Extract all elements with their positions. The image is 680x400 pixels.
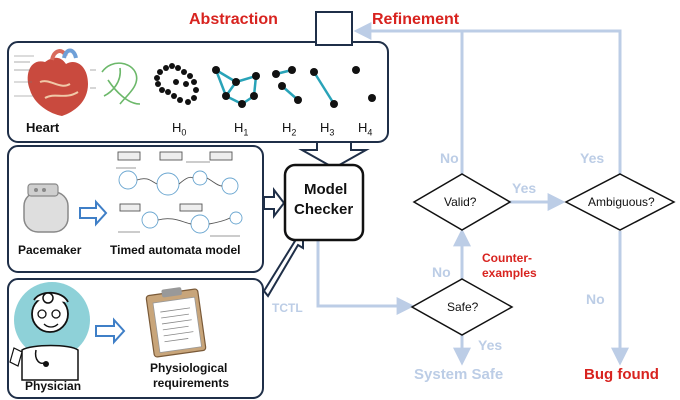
- yes-valid-label: Yes: [512, 180, 537, 196]
- h0-label: H0: [172, 121, 186, 138]
- h4-letter: H: [358, 120, 368, 135]
- yes-safe-label: Yes: [478, 337, 503, 353]
- pacemaker-label: Pacemaker: [18, 243, 82, 257]
- clipboard-illustration: [145, 287, 207, 358]
- no-ambiguous-label: No: [586, 291, 605, 307]
- model-checker-box: [283, 163, 365, 242]
- h3-letter: H: [320, 120, 330, 135]
- checker-to-safe-line: [316, 241, 415, 315]
- physiological-label-1: Physiological: [150, 361, 228, 375]
- yes-ambiguous-label: Yes: [580, 150, 605, 166]
- h0-letter: H: [172, 120, 182, 135]
- h2-letter: H: [282, 120, 292, 135]
- ambiguous-diamond: [564, 173, 676, 231]
- arrow-heart-to-checker: [298, 141, 370, 170]
- h4-label: H4: [358, 121, 372, 138]
- feedback-lines: [316, 22, 629, 366]
- safe-label: Safe?: [447, 300, 479, 314]
- safe-diamond: [410, 278, 514, 336]
- pacemaker-device: [23, 183, 69, 233]
- h1-subscript: 1: [243, 127, 249, 138]
- physician-illustration: [9, 282, 90, 381]
- physician-label: Physician: [25, 379, 82, 393]
- arrow-physician-to-requirements: [95, 317, 126, 345]
- arrow-abstraction-down: [315, 11, 353, 46]
- h0-chain: [154, 63, 199, 105]
- heart-label: Heart: [26, 120, 60, 135]
- model-checker-label-1: Model: [304, 181, 348, 198]
- timed-automata-label: Timed automata model: [110, 243, 241, 257]
- conduction-sketch: [101, 62, 141, 105]
- h2-graph: [272, 66, 302, 104]
- h2-subscript: 2: [291, 127, 297, 138]
- abstraction-label: Abstraction: [189, 11, 278, 28]
- physiological-label-2: requirements: [153, 376, 230, 390]
- arrow-physician-to-checker: [262, 230, 304, 298]
- arrow-pacemaker-to-checker: [263, 187, 286, 219]
- heart-illustration: [14, 48, 96, 116]
- bug-found-label: Bug found: [584, 366, 659, 383]
- arrow-pacemaker-to-automata: [79, 199, 108, 227]
- h1-label: H1: [234, 121, 248, 138]
- system-safe-label: System Safe: [414, 366, 504, 383]
- h3-label: H3: [320, 121, 334, 138]
- counterexamples-label-2: examples: [482, 266, 537, 280]
- tctl-label: TCTL: [272, 301, 303, 315]
- ambiguous-label: Ambiguous?: [588, 195, 655, 209]
- h1-graph: [212, 66, 260, 108]
- h1-letter: H: [234, 120, 244, 135]
- h4-dots: [352, 66, 376, 102]
- valid-label: Valid?: [444, 195, 477, 209]
- h3-graph: [310, 68, 338, 108]
- refinement-line: [353, 22, 622, 174]
- counterexamples-label-1: Counter-: [482, 251, 532, 265]
- no-safe-label: No: [432, 264, 451, 280]
- h3-subscript: 3: [329, 127, 335, 138]
- h4-subscript: 4: [367, 127, 373, 138]
- h0-subscript: 0: [181, 127, 187, 138]
- model-checker-label-2: Checker: [294, 201, 354, 218]
- no-valid-label: No: [440, 150, 459, 166]
- valid-diamond: [412, 173, 512, 231]
- automata-sketch: [116, 151, 243, 237]
- h2-label: H2: [282, 121, 296, 138]
- refinement-label: Refinement: [372, 11, 460, 28]
